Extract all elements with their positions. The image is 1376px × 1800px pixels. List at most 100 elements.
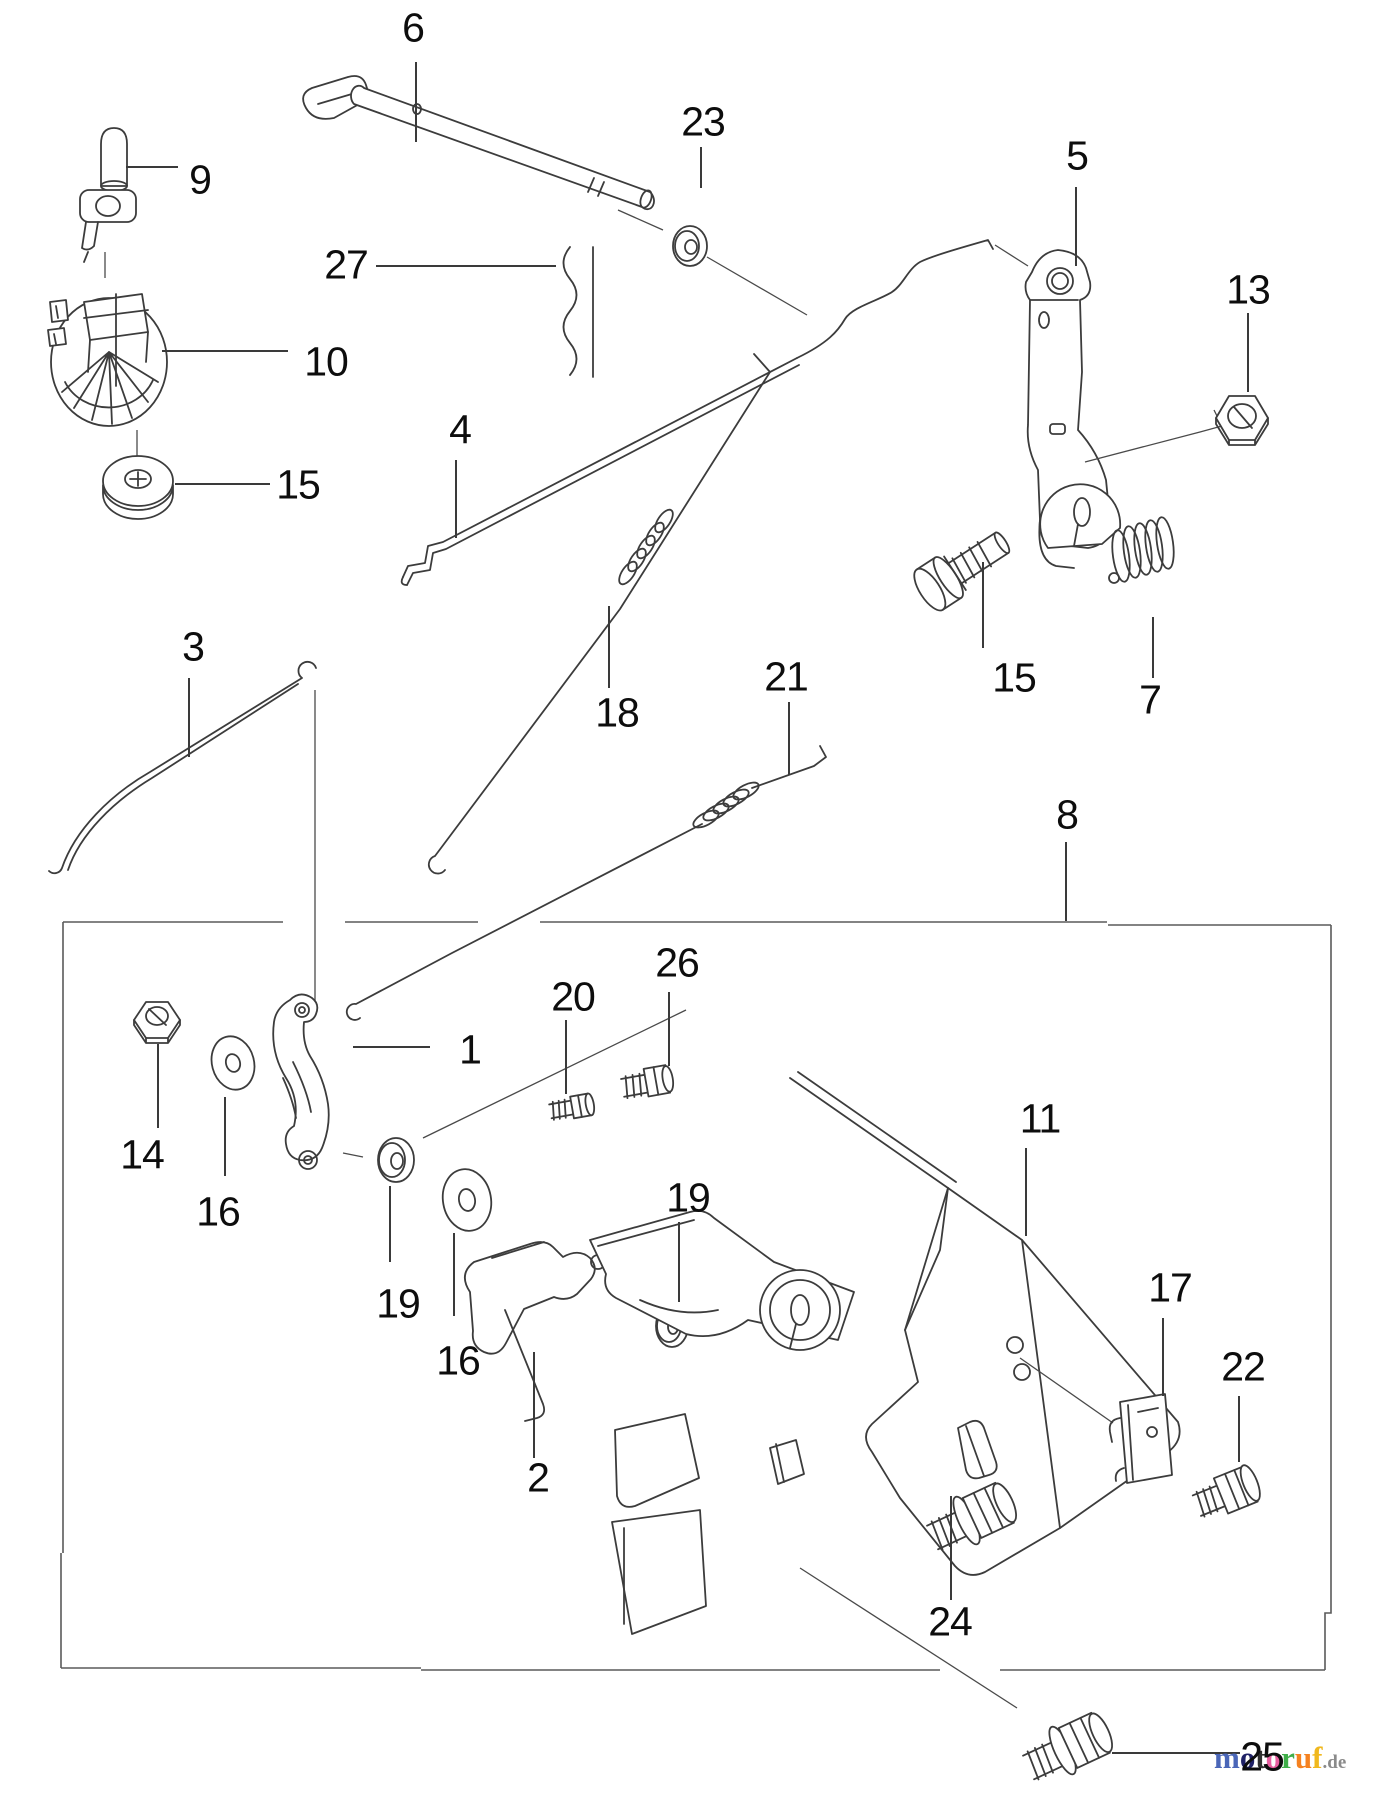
screw-align-line bbox=[422, 1009, 687, 1139]
watermark-letter: r bbox=[1281, 1740, 1295, 1775]
part-16-washer-a bbox=[210, 1035, 256, 1091]
part-19-washer-a bbox=[377, 1137, 415, 1183]
part-25-bolt bbox=[1022, 1711, 1113, 1781]
watermark-letter: u bbox=[1294, 1740, 1313, 1775]
bracket-plate-align-line bbox=[1019, 1357, 1114, 1424]
callout-leader-16 bbox=[453, 1233, 455, 1316]
part-callout-9: 9 bbox=[189, 156, 212, 203]
part-callout-4: 4 bbox=[449, 406, 472, 453]
callout-leader-1 bbox=[353, 1046, 430, 1048]
callout-leader-14 bbox=[157, 1044, 159, 1128]
part-6-control-rod bbox=[302, 75, 655, 211]
part-callout-19: 19 bbox=[376, 1280, 421, 1327]
part-callout-1: 1 bbox=[459, 1026, 482, 1073]
callout-leader-6 bbox=[415, 62, 417, 142]
bracket-bolt25-align-line bbox=[799, 1567, 1018, 1709]
part-callout-22: 22 bbox=[1221, 1343, 1266, 1390]
callout-leader-9 bbox=[126, 166, 178, 168]
washer23-pointer-lines bbox=[617, 209, 808, 316]
callout-leader-2 bbox=[533, 1352, 535, 1458]
part-16-washer-b bbox=[441, 1168, 493, 1232]
callout-leader-19 bbox=[389, 1186, 391, 1262]
part-callout-20: 20 bbox=[551, 973, 596, 1020]
part-15-bolt bbox=[913, 531, 1011, 612]
rod4-arm-align-line bbox=[994, 244, 1029, 267]
callout-leader-3 bbox=[188, 678, 190, 757]
part-callout-19: 19 bbox=[666, 1174, 711, 1221]
part-callout-11: 11 bbox=[1019, 1095, 1062, 1142]
part-23-washer bbox=[672, 225, 708, 267]
callout-leader-19 bbox=[678, 1222, 680, 1302]
watermark-letters: motoruf bbox=[1214, 1740, 1323, 1775]
part-13-nut bbox=[1215, 395, 1269, 446]
part-callout-25: 25 bbox=[1240, 1733, 1285, 1780]
part-callout-17: 17 bbox=[1148, 1264, 1193, 1311]
callout-leader-10 bbox=[162, 350, 288, 352]
part-callout-26: 26 bbox=[655, 939, 700, 986]
callout-leader-11 bbox=[1025, 1148, 1027, 1236]
watermark-letter: m bbox=[1214, 1740, 1240, 1775]
watermark-letter: t bbox=[1255, 1740, 1266, 1775]
callout-leader-4 bbox=[455, 460, 457, 538]
part-callout-5: 5 bbox=[1066, 132, 1089, 179]
part-9-plunger bbox=[79, 127, 137, 263]
callout-leader-26 bbox=[668, 992, 670, 1066]
part-callout-13: 13 bbox=[1226, 266, 1271, 313]
part-callout-6: 6 bbox=[402, 4, 425, 51]
part-callout-16: 16 bbox=[436, 1337, 481, 1384]
part-callout-14: 14 bbox=[120, 1131, 165, 1178]
callout-leader-23 bbox=[700, 147, 702, 188]
callout-leader-13 bbox=[1247, 313, 1249, 392]
callout-leader-25 bbox=[1112, 1752, 1240, 1754]
part-26-screw bbox=[620, 1064, 675, 1100]
callout-leader-8 bbox=[1065, 842, 1067, 921]
part-27-wire bbox=[562, 246, 594, 378]
part-callout-18: 18 bbox=[595, 689, 640, 736]
watermark-letter: o bbox=[1239, 1740, 1256, 1775]
part-callout-21: 21 bbox=[764, 653, 809, 700]
callout-leader-17 bbox=[1162, 1318, 1164, 1396]
callout-leader-15 bbox=[982, 562, 984, 648]
callout-leader-15 bbox=[175, 483, 270, 485]
callout-leader-16 bbox=[224, 1097, 226, 1176]
part-callout-2: 2 bbox=[527, 1454, 550, 1501]
part-callout-10: 10 bbox=[304, 338, 349, 385]
callout-leader-5 bbox=[1075, 187, 1077, 266]
part-callout-16: 16 bbox=[196, 1188, 241, 1235]
part-callout-27: 27 bbox=[324, 241, 369, 288]
part-7-spring bbox=[1108, 516, 1175, 584]
part-24-bolt bbox=[926, 1481, 1017, 1551]
part-callout-23: 23 bbox=[681, 98, 726, 145]
part-callout-15: 15 bbox=[276, 461, 321, 508]
part-callout-8: 8 bbox=[1056, 791, 1079, 838]
part-callout-7: 7 bbox=[1139, 676, 1162, 723]
watermark-letter: f bbox=[1312, 1740, 1323, 1775]
part-3-rod bbox=[48, 660, 317, 875]
part-15-washer bbox=[102, 455, 174, 520]
lever-tick-line bbox=[342, 1152, 364, 1158]
part-10-governor-gear bbox=[47, 293, 168, 427]
callout-leader-27 bbox=[376, 265, 556, 267]
part-22-bolt bbox=[1191, 1464, 1261, 1518]
callout-leader-22 bbox=[1238, 1396, 1240, 1462]
part-callout-15: 15 bbox=[992, 654, 1037, 701]
part-21-spring-link bbox=[345, 745, 827, 1021]
part-4-throttle-rod bbox=[400, 239, 994, 586]
part-20-screw bbox=[548, 1092, 596, 1121]
part-17-plate bbox=[1108, 1393, 1173, 1484]
panel-8-frame bbox=[60, 921, 1332, 1671]
callout-leader-24 bbox=[950, 1496, 952, 1600]
callout-leader-18 bbox=[608, 606, 610, 688]
spring-anchor-line bbox=[1084, 409, 1223, 463]
part-callout-3: 3 bbox=[182, 623, 205, 670]
part-14-nut bbox=[133, 1001, 181, 1044]
part-11-bracket bbox=[589, 1071, 1181, 1635]
part-callout-24: 24 bbox=[928, 1598, 973, 1645]
watermark-letter: o bbox=[1265, 1740, 1282, 1775]
part-18-spring-rod bbox=[427, 353, 771, 875]
callout-leader-20 bbox=[565, 1020, 567, 1094]
callout-leader-21 bbox=[788, 702, 790, 775]
part-5-governor-arm bbox=[1024, 249, 1122, 569]
